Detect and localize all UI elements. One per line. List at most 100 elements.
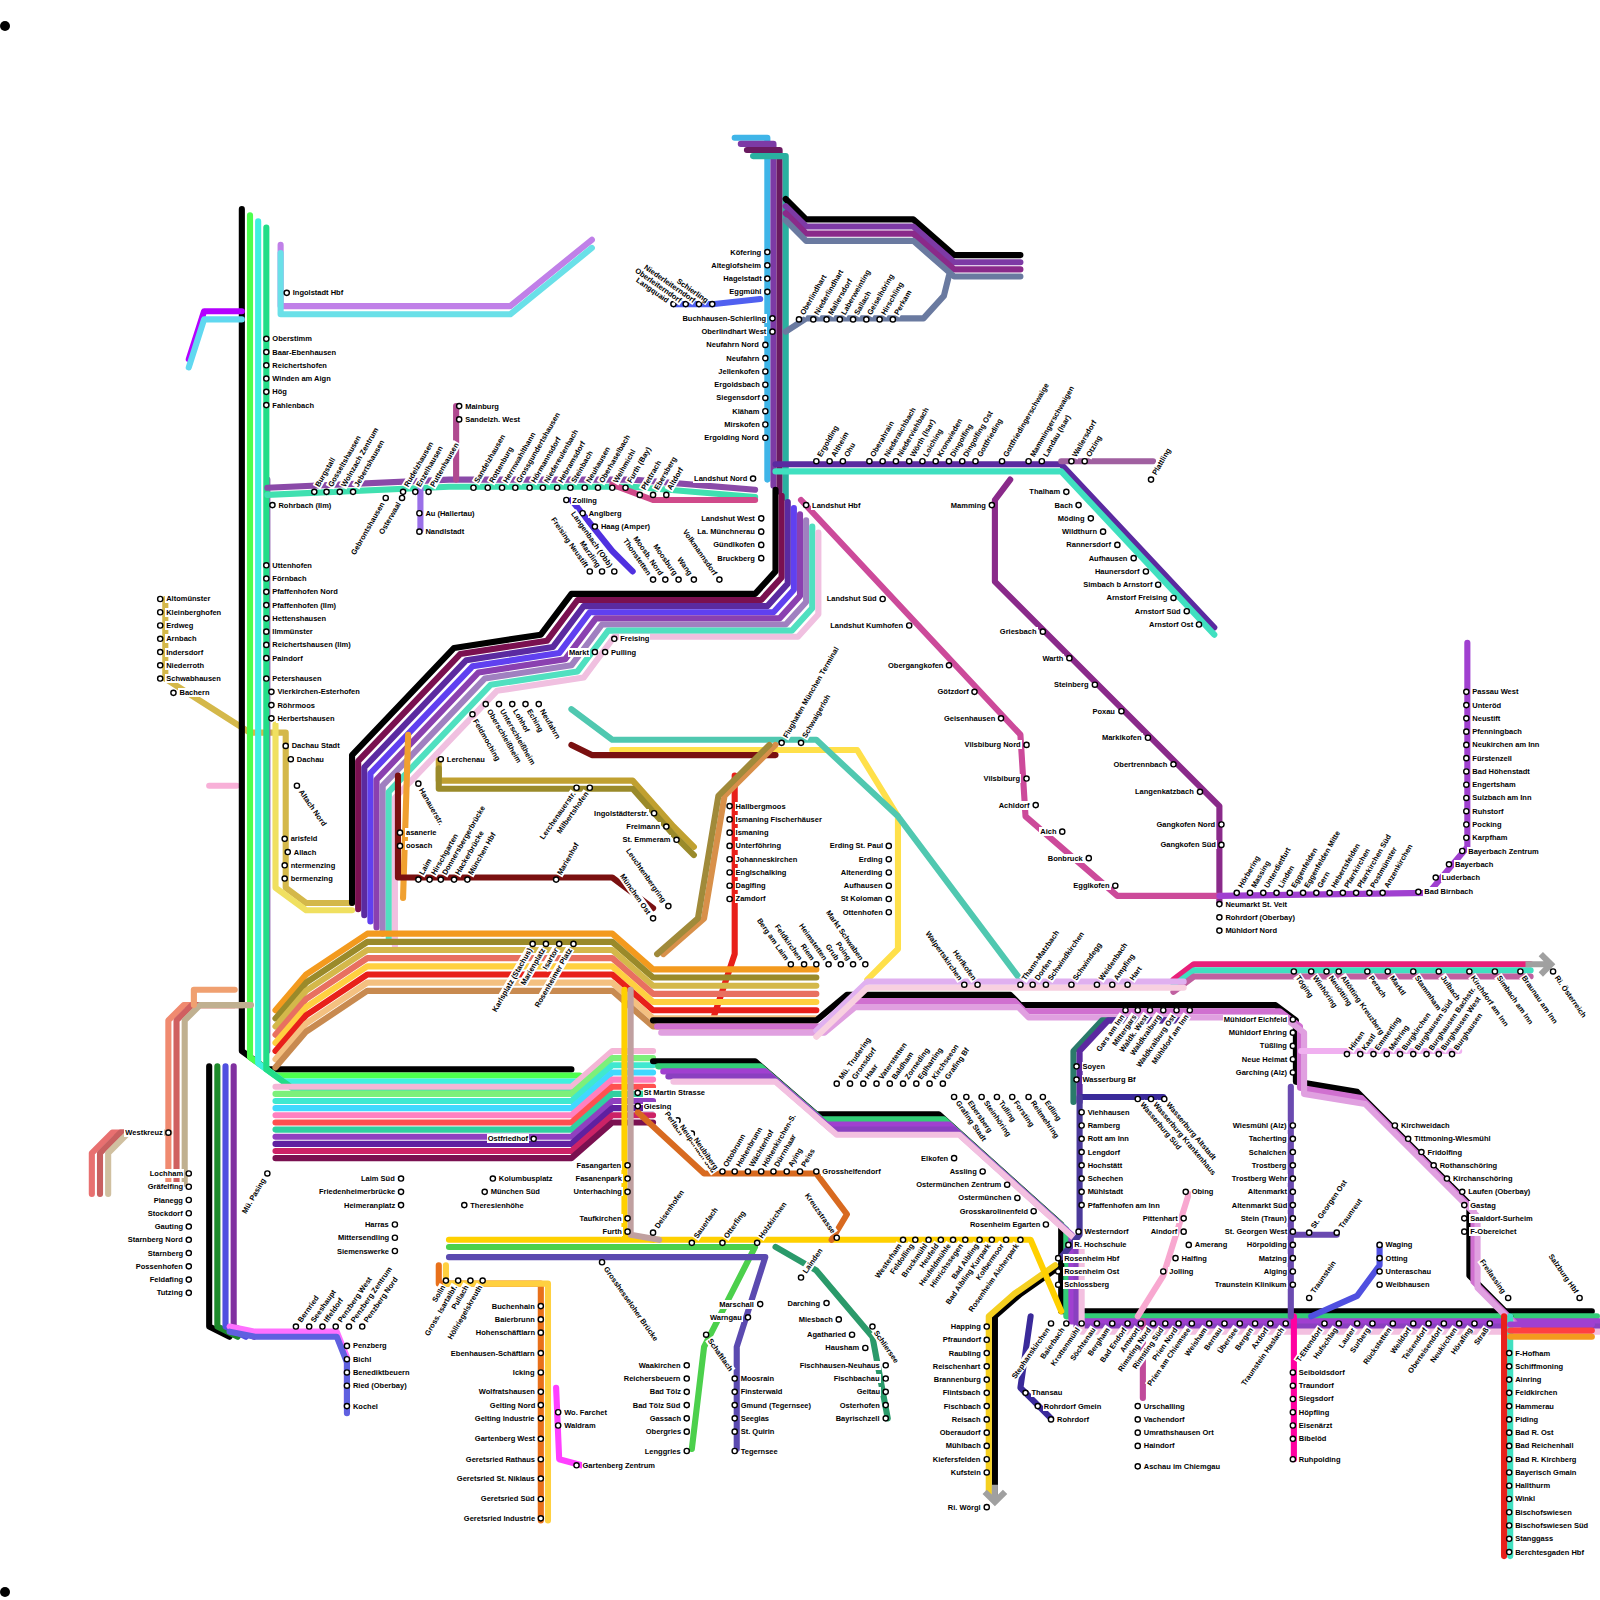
station-dot [863, 962, 868, 967]
station-label: Buchhausen-Schierling [681, 314, 767, 323]
station-dot [1079, 1123, 1084, 1128]
station-dot [886, 843, 891, 848]
station-dot [1031, 1209, 1036, 1214]
rail-line [398, 776, 653, 909]
station-dot [1464, 782, 1469, 787]
station-label: Fischhausen-Neuhaus [799, 1361, 881, 1370]
station-dot [530, 941, 535, 946]
station-dot [999, 459, 1004, 464]
station-dot [1135, 1404, 1140, 1409]
rail-line [1510, 1328, 1592, 1334]
station-label: Traunstein Klinikum [1214, 1280, 1288, 1289]
station-label: Penzberg [352, 1341, 388, 1350]
station-label: Thalham [1028, 487, 1061, 496]
station-label: Warngau [709, 1313, 743, 1322]
station-dot [834, 1235, 839, 1240]
station-label: Furth [602, 1227, 623, 1236]
station-label: Fasanenpark [575, 1174, 623, 1183]
station-dot [1507, 1496, 1512, 1501]
station-label: Eggmühl [728, 287, 762, 296]
station-label: Finsterwald [740, 1387, 784, 1396]
station-dot [1290, 1370, 1295, 1375]
station-label: Bad Reichenhall [1514, 1441, 1574, 1450]
station-label: Viehhausen [1087, 1108, 1131, 1117]
station-dot [186, 1184, 191, 1189]
station-dot [1148, 477, 1153, 482]
station-label: Urschalling [1143, 1402, 1186, 1411]
station-dot [1074, 1077, 1079, 1082]
rail-line [653, 995, 1510, 1316]
station-dot [1460, 1189, 1465, 1194]
station-label: Bayerbach [1454, 860, 1494, 869]
station-dot [1135, 1464, 1140, 1469]
station-label: Simbach b Arnstorf [1082, 580, 1153, 589]
station-label: Engertsham [1471, 780, 1516, 789]
station-dot [727, 804, 732, 809]
station-label: Rohrdorf Gmein [1043, 1402, 1103, 1411]
station-dot [264, 656, 269, 661]
station-label: Pfaffenhofen am Inn [1087, 1201, 1161, 1210]
station-dot [1367, 890, 1372, 895]
station-label: Siegensdorf [715, 393, 760, 402]
station-label: Otterfing [722, 1209, 749, 1242]
station-dot [763, 382, 768, 387]
station-dot [650, 1230, 655, 1235]
station-label: Harras [364, 1220, 390, 1229]
station-dot [765, 263, 770, 268]
station-label: Au (Hallertau) [424, 509, 475, 518]
rail-line [189, 319, 242, 367]
station-label: Bad Tölz Süd [632, 1401, 682, 1410]
station-label: Vachendorf [1143, 1415, 1186, 1424]
station-label: Salzburg Hbf [1546, 1252, 1581, 1297]
station-dot [1088, 516, 1093, 521]
station-dot [1419, 1149, 1424, 1154]
station-label: Erding [858, 855, 884, 864]
station-dot [771, 1169, 776, 1174]
station-dot [1385, 969, 1390, 974]
station-dot [763, 342, 768, 347]
rail-line [571, 745, 775, 755]
station-dot [574, 785, 579, 790]
station-label: Gassach [649, 1414, 682, 1423]
station-dot [1290, 1229, 1295, 1234]
station-dot [1237, 1321, 1242, 1326]
station-label: Kirchanschöring [1452, 1174, 1514, 1183]
station-dot [890, 317, 895, 322]
station-dot [763, 395, 768, 400]
station-dot [684, 1416, 689, 1421]
station-label: Zolling [571, 496, 598, 505]
station-label: Zamdorf [735, 894, 767, 903]
station-dot [1056, 1256, 1061, 1261]
station-dot [344, 1357, 349, 1362]
station-dot [397, 843, 402, 848]
station-dot [438, 757, 443, 762]
station-label: Raubling [948, 1349, 982, 1358]
station-label: Ri. Wörgl [947, 1503, 982, 1512]
station-dot [344, 1383, 349, 1388]
station-dot [557, 941, 562, 946]
station-dot [863, 1345, 868, 1350]
station-dot [1290, 1216, 1295, 1221]
station-dot [1446, 862, 1451, 867]
station-label: Stockdorf [147, 1209, 184, 1218]
station-label: Bad R. Ost [1514, 1428, 1554, 1437]
station-label: Buchenhain [491, 1302, 536, 1311]
station-label: Poxau [1091, 707, 1116, 716]
station-dot [186, 1250, 191, 1255]
station-label: Osterhofen [839, 1401, 881, 1410]
station-dot [1492, 969, 1497, 974]
station-dot [538, 1457, 543, 1462]
station-dot [650, 492, 655, 497]
station-label: Stanggass [1514, 1534, 1554, 1543]
station-dot [1287, 890, 1292, 895]
station-dot [727, 896, 732, 901]
station-label: Bad Tölz [649, 1387, 682, 1396]
station-dot [824, 317, 829, 322]
station-dot [1290, 1423, 1295, 1428]
station-label: Thansau [1031, 1388, 1064, 1397]
station-dot [727, 870, 732, 875]
station-dot [1365, 969, 1370, 974]
station-dot [417, 529, 422, 534]
station-dot [485, 485, 490, 490]
station-dot [1148, 1096, 1153, 1101]
